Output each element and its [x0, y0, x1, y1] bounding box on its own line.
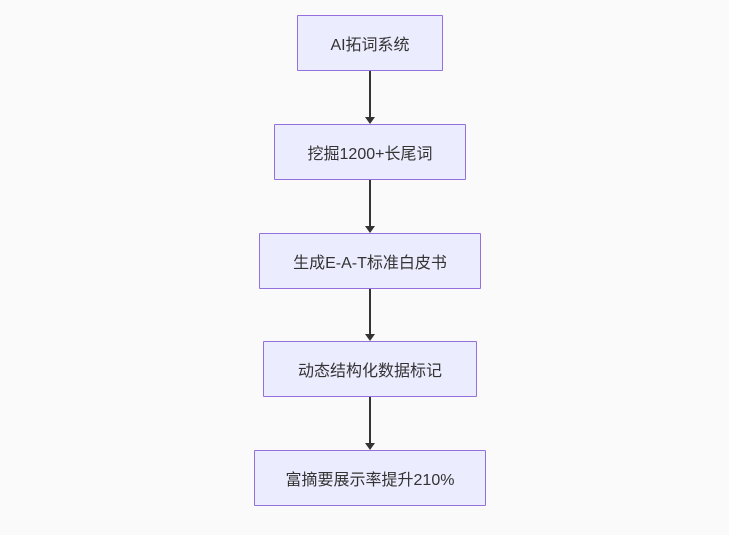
flow-arrow-1: [365, 71, 375, 124]
flowchart-node-longtail-mining: 挖掘1200+长尾词: [274, 124, 466, 180]
arrow-line: [369, 289, 371, 334]
flowchart-node-ai-keyword-system: AI拓词系统: [297, 15, 443, 71]
arrow-head-icon: [365, 117, 375, 124]
arrow-head-icon: [365, 334, 375, 341]
node-label: AI拓词系统: [330, 37, 410, 54]
arrow-line: [369, 180, 371, 226]
flowchart-node-structured-data-markup: 动态结构化数据标记: [263, 341, 477, 397]
arrow-line: [369, 71, 371, 117]
flowchart-node-rich-snippet-result: 富摘要展示率提升210%: [254, 450, 486, 506]
node-label: 动态结构化数据标记: [297, 363, 442, 380]
flow-arrow-2: [365, 180, 375, 233]
arrow-head-icon: [365, 443, 375, 450]
arrow-head-icon: [365, 226, 375, 233]
flow-arrow-3: [365, 289, 375, 341]
node-label: 富摘要展示率提升210%: [285, 472, 455, 489]
flow-arrow-4: [365, 397, 375, 450]
node-label: 生成E-A-T标准白皮书: [293, 255, 447, 272]
arrow-line: [369, 397, 371, 443]
node-label: 挖掘1200+长尾词: [307, 146, 433, 163]
flowchart-node-eat-whitepaper: 生成E-A-T标准白皮书: [259, 233, 481, 289]
